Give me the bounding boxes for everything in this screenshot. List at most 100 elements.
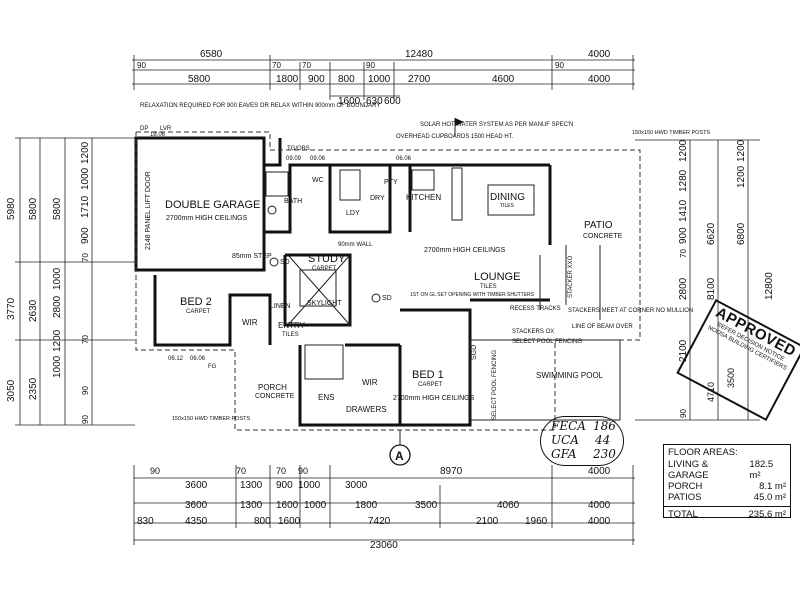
- entry-sub: TILES: [282, 332, 299, 338]
- dim-bot-830: 830: [137, 516, 154, 527]
- dim-right-90: 90: [679, 409, 688, 418]
- dim-right-1200a: 1200: [678, 139, 689, 162]
- select-fence-vert: SELECT POOL FENCING: [492, 350, 498, 420]
- dim-left-70b: 70: [81, 335, 90, 344]
- floor-area-value: 8.1 m²: [759, 481, 786, 492]
- study-label: STUDY: [308, 253, 346, 265]
- overhead-note: OVERHEAD CUPBOARDS 1500 HEAD HT.: [396, 134, 514, 140]
- lounge-label: LOUNGE: [474, 271, 520, 283]
- dim-top-70b: 70: [302, 61, 311, 70]
- dim-right-1410: 1410: [678, 199, 689, 222]
- dim-bot-1600b: 1600: [278, 516, 301, 527]
- dim-bot-23060: 23060: [370, 540, 398, 551]
- dim-bot-1000b: 1000: [304, 500, 327, 511]
- floor-area-label: LIVING & GARAGE: [668, 459, 709, 481]
- stackers-ox: STACKERS OX: [512, 329, 554, 335]
- pool-fence-outline: [469, 339, 621, 421]
- dim-left-900: 900: [80, 227, 91, 244]
- sgd-label: SGD: [471, 345, 478, 360]
- dim-bot-70b: 70: [276, 466, 286, 476]
- porch-label: PORCH: [258, 383, 287, 392]
- dim-left-3050: 3050: [6, 379, 17, 402]
- pool-fence-note: SELECT POOL FENCING: [512, 339, 582, 345]
- dim-top-4600: 4600: [492, 74, 515, 85]
- dim-right-70: 70: [679, 249, 688, 258]
- dim-bot-8970: 8970: [440, 466, 463, 477]
- floor-area-row: PATIOS 45.0 m²: [664, 492, 790, 503]
- dim-right-900: 900: [678, 227, 689, 244]
- dim-right-6620: 6620: [706, 222, 717, 245]
- dim-bot-900: 900: [276, 480, 293, 491]
- relaxation-note: RELAXATION REQUIRED FOR 900 EAVES OR REL…: [140, 103, 380, 109]
- gfa-label: GFA: [551, 447, 577, 461]
- dim-bot-1000a: 1000: [298, 480, 321, 491]
- wall-label: 90mm WALL: [338, 242, 373, 248]
- top-dimensions: 6580 12480 4000 90 70 70 90 90 5800 1800…: [132, 49, 635, 107]
- dim-bot-4060: 4060: [497, 500, 520, 511]
- dim-left-1200: 1200: [52, 329, 63, 352]
- dim-bot-1960: 1960: [525, 516, 548, 527]
- stackers-note: STACKERS MEET AT CORNER NO MULLION: [568, 308, 693, 314]
- bath-label: BATH: [284, 198, 302, 205]
- dim-bot-90a: 90: [150, 466, 160, 476]
- uca-label: UCA: [551, 433, 579, 447]
- dim-bot-1300a: 1300: [240, 480, 263, 491]
- dim-bot-3500: 3500: [415, 500, 438, 511]
- dim-bot-90b: 90: [298, 466, 308, 476]
- dim-bot-4000c: 4000: [588, 516, 611, 527]
- tg-label: TG/OBS: [287, 146, 310, 152]
- dim-bot-4000a: 4000: [588, 466, 611, 477]
- plan-annotations: RELAXATION REQUIRED FOR 900 EAVES OR REL…: [140, 103, 710, 466]
- flag-icon: [455, 118, 464, 126]
- smoke-detector-icon: [269, 257, 279, 267]
- dim-left-5800b: 5800: [52, 197, 63, 220]
- study-sub: CARPET: [312, 266, 337, 272]
- handwritten-area-note: FECA 186 UCA 44 GFA 230: [540, 416, 624, 466]
- entry-label: ENTRY: [278, 321, 306, 330]
- wir1-label: WIR: [242, 318, 258, 327]
- solar-note: SOLAR HOT WATER SYSTEM AS PER MANUF SPEC…: [420, 122, 573, 128]
- feca-value: 186: [593, 419, 616, 433]
- dim-right-2800: 2800: [678, 277, 689, 300]
- bed1-ceiling: 2700mm HIGH CEILINGS: [393, 395, 475, 402]
- fg-label: FG: [208, 364, 217, 370]
- dim-bot-1300b: 1300: [240, 500, 263, 511]
- dry-label: DRY: [370, 195, 385, 202]
- dim-bot-7420: 7420: [368, 516, 391, 527]
- dim-top-630: 630: [366, 96, 383, 107]
- wir2-label: WIR: [362, 378, 378, 387]
- dim-left-5800a: 5800: [28, 197, 39, 220]
- floor-area-label: PORCH: [668, 481, 703, 492]
- dp-label: DP: [140, 126, 148, 132]
- dim-right-4710: 4710: [706, 382, 716, 402]
- dim-top-12480: 12480: [405, 49, 433, 60]
- hwd-top-note: 150x150 HWD TIMBER POSTS: [632, 130, 710, 136]
- left-dimensions: 5980 3770 3050 5800 2630 2350 5800 1000 …: [6, 137, 135, 426]
- step-label: 85mm STEP: [232, 253, 272, 260]
- dim-bot-3600a: 3600: [185, 480, 208, 491]
- dim-top-800: 800: [338, 74, 355, 85]
- dim-bot-4000b: 4000: [588, 500, 611, 511]
- ldy-label: LDY: [346, 210, 360, 217]
- dim-top-6580: 6580: [200, 49, 223, 60]
- dim-left-90b: 90: [81, 415, 90, 424]
- dim-top-2700: 2700: [408, 74, 431, 85]
- dim-top-90b: 90: [366, 61, 375, 70]
- garage-door: 2148 PANEL LIFT DOOR: [145, 171, 152, 250]
- dim-top-1800: 1800: [276, 74, 299, 85]
- lvr-label: LVR: [160, 126, 172, 132]
- dim-top-600: 600: [384, 96, 401, 107]
- garage-label: DOUBLE GARAGE: [165, 199, 260, 211]
- dim-left-1000a: 1000: [52, 267, 63, 290]
- floor-area-total-value: 235.6 m²: [748, 509, 787, 520]
- right-dimensions: 1200 1280 1410 2800 2100 900 70 90 6620 …: [635, 139, 775, 421]
- sd-label: SD: [280, 259, 290, 266]
- patio-sub: CONCRETE: [583, 233, 623, 240]
- dim-bot-1800: 1800: [355, 500, 378, 511]
- bed2-label: BED 2: [180, 296, 212, 308]
- dim-right-8100: 8100: [706, 277, 717, 300]
- lounge-ceiling: 2700mm HIGH CEILINGS: [424, 247, 506, 254]
- bed1-label: BED 1: [412, 369, 444, 381]
- dim-left-1000c: 1000: [80, 167, 91, 190]
- win-code-5: 06.12: [168, 356, 184, 362]
